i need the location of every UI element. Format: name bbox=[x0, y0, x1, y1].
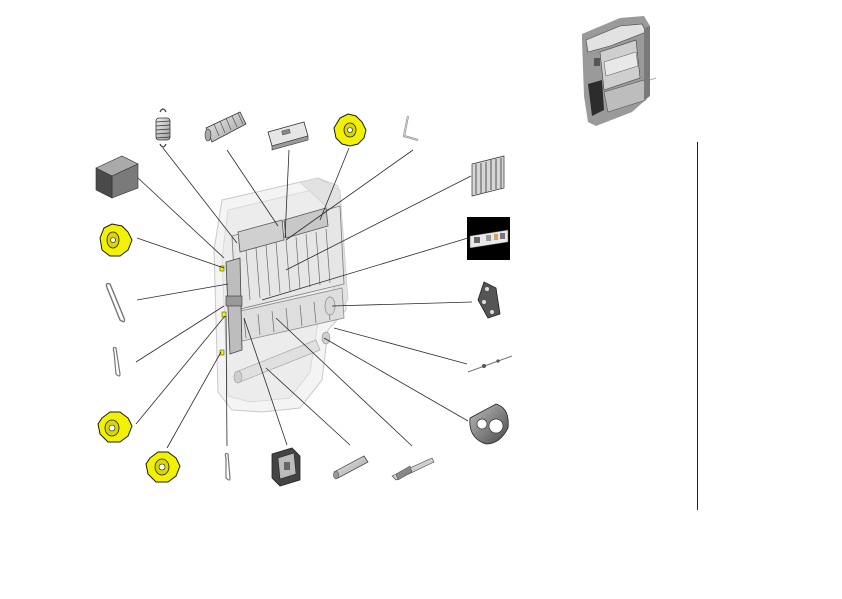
main-assembly bbox=[213, 177, 349, 413]
cube-block-icon bbox=[95, 155, 139, 199]
spring-rod-icon bbox=[333, 455, 369, 480]
wire-clip-icon bbox=[402, 115, 419, 141]
yellow-gear-icon bbox=[333, 113, 367, 147]
coil-spring-icon bbox=[155, 108, 171, 148]
grille-icon bbox=[471, 155, 505, 197]
yellow-gear-icon bbox=[97, 411, 133, 443]
assembled-unit-icon bbox=[582, 16, 657, 126]
yellow-gear-icon bbox=[145, 451, 181, 483]
leader-lines bbox=[135, 147, 473, 449]
divider-line bbox=[697, 142, 698, 510]
blade-icon bbox=[391, 457, 435, 481]
triangle-bracket-icon bbox=[477, 281, 501, 319]
yellow-gear-icon bbox=[99, 223, 133, 257]
latch-icon bbox=[271, 447, 301, 487]
pin-icon bbox=[467, 355, 513, 373]
roller-icon bbox=[204, 111, 247, 143]
wire-clip-icon bbox=[224, 452, 231, 481]
cover-plate-icon bbox=[267, 121, 309, 151]
wire-clip-icon bbox=[112, 346, 121, 377]
link-arm-icon bbox=[469, 403, 509, 445]
circuit-board-icon bbox=[467, 217, 510, 260]
wire-clip-icon bbox=[105, 282, 126, 323]
